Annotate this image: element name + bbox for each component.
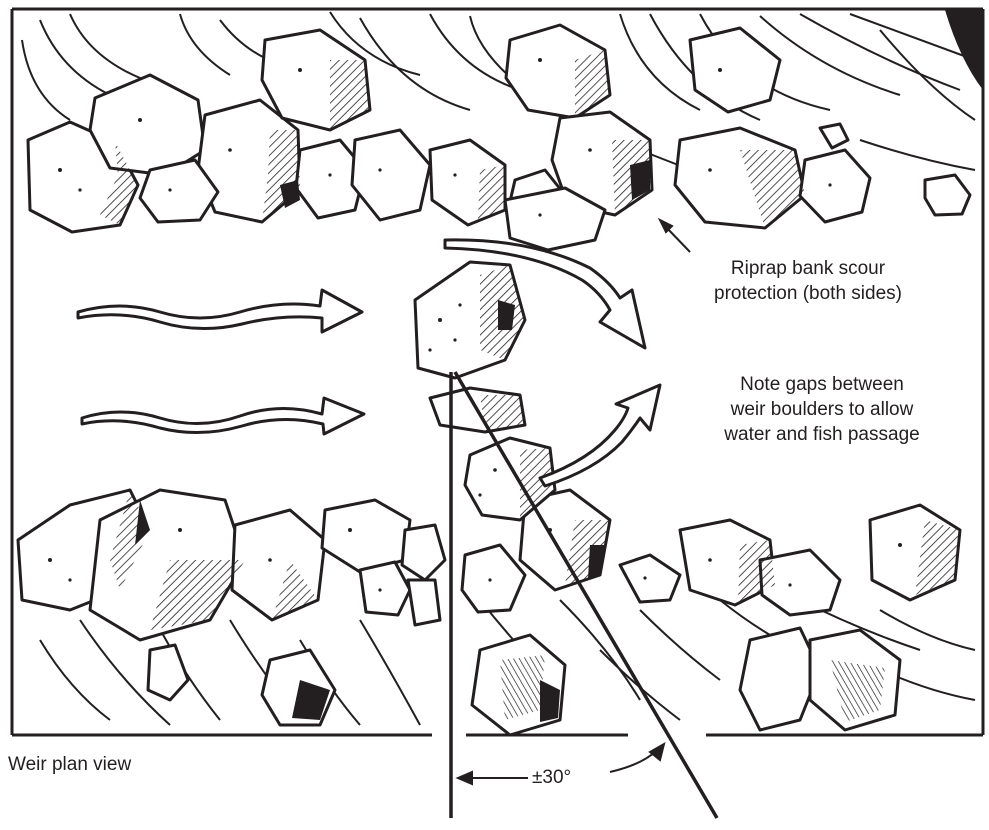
flow-arrow-upper bbox=[78, 290, 362, 332]
flow-arrow-lower bbox=[82, 398, 364, 434]
riprap-label: Riprap bank scour protection (both sides… bbox=[676, 256, 940, 306]
riprap-label-line-1: Riprap bank scour bbox=[676, 256, 940, 281]
flow-arrows bbox=[78, 240, 660, 486]
angle-label: ±30° bbox=[530, 765, 573, 790]
flow-arrow-through-gap bbox=[540, 385, 660, 486]
gaps-note-label: Note gaps between weir boulders to allow… bbox=[688, 372, 956, 447]
riprap-label-line-2: protection (both sides) bbox=[676, 281, 940, 306]
riprap-leader bbox=[660, 220, 690, 252]
gaps-note-line-2: weir boulders to allow bbox=[688, 397, 956, 422]
view-title: Weir plan view bbox=[8, 752, 131, 777]
upper-riprap-boulders bbox=[28, 25, 970, 250]
gaps-note-line-1: Note gaps between bbox=[688, 372, 956, 397]
gaps-note-line-3: water and fish passage bbox=[688, 422, 956, 447]
